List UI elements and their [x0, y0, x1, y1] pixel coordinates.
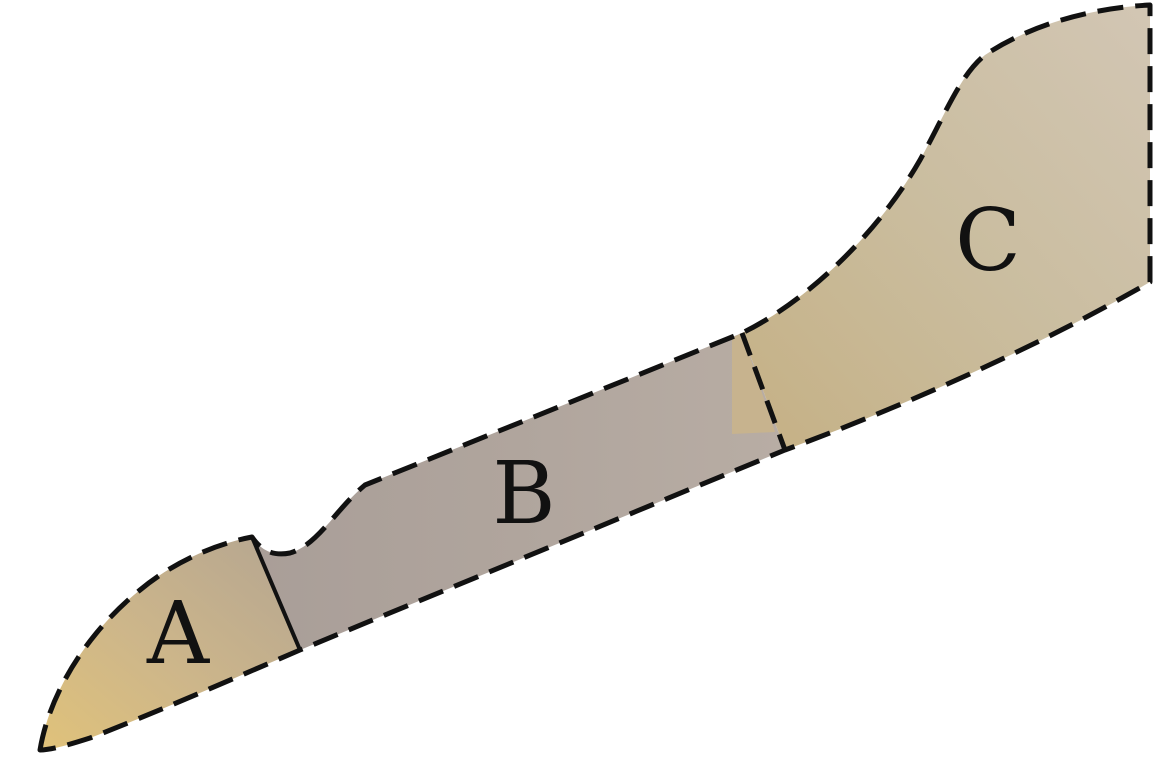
shape-outline	[37, 2, 1153, 753]
region-a-shape	[40, 537, 300, 750]
region-b-shape	[252, 333, 785, 650]
overlap-patch	[732, 333, 775, 434]
divider-b-c	[739, 332, 788, 451]
region-label-a: A	[146, 584, 210, 684]
region-c-shape	[742, 5, 1150, 450]
divider-a-b	[250, 536, 302, 651]
region-label-b: B	[492, 444, 555, 544]
region-label-c: C	[955, 191, 1021, 291]
